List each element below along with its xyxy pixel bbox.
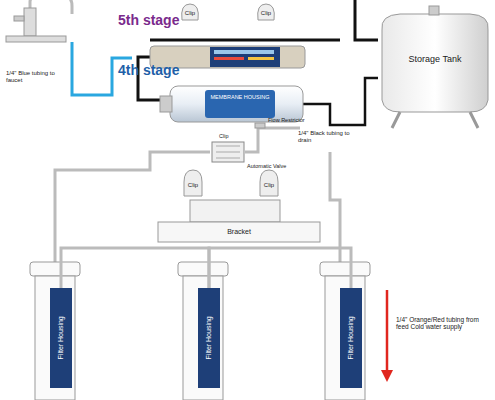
- membrane-housing: MEMBRANE HOUSING: [206, 92, 274, 102]
- part-label: Clip: [219, 133, 228, 139]
- filter-housing: Filter Housing: [198, 288, 220, 388]
- clip: Clip: [181, 178, 205, 192]
- tubing-connector: [209, 248, 351, 288]
- filter-housing-text: Filter Housing: [57, 316, 65, 359]
- stage-label: 4th stage: [118, 62, 179, 78]
- membrane-housing-text: MEMBRANE HOUSING: [211, 94, 270, 100]
- filter-housing-text: Filter Housing: [347, 316, 355, 359]
- stage-label: 5th stage: [118, 12, 179, 28]
- clip-text: Clip: [185, 10, 195, 17]
- clip: Clip: [252, 6, 280, 20]
- tubing-connector: [61, 248, 209, 288]
- tubing-note: 1/4" Orange/Red tubing from feed Cold wa…: [396, 316, 488, 331]
- clip: Clip: [257, 178, 281, 192]
- clip-text: Clip: [188, 182, 198, 189]
- bracket-text: Bracket: [227, 228, 251, 236]
- part-label: Automatic Valve: [247, 163, 286, 169]
- filter-housing: Filter Housing: [340, 288, 362, 388]
- storage-tank: Storage Tank: [384, 40, 486, 80]
- storage-tank-text: Storage Tank: [409, 55, 462, 65]
- clip: Clip: [176, 6, 204, 20]
- clip-text: Clip: [264, 182, 274, 189]
- filter-housing: Filter Housing: [50, 288, 72, 388]
- clip-text: Clip: [261, 10, 271, 17]
- tubing-note: 1/4" Black tubing to drain: [298, 130, 360, 144]
- bracket: Bracket: [158, 224, 320, 240]
- tubing-note: 1/4" Blue tubing to faucet: [6, 70, 68, 84]
- part-label: Flow Restrictor: [268, 117, 305, 123]
- filter-housing-text: Filter Housing: [205, 316, 213, 359]
